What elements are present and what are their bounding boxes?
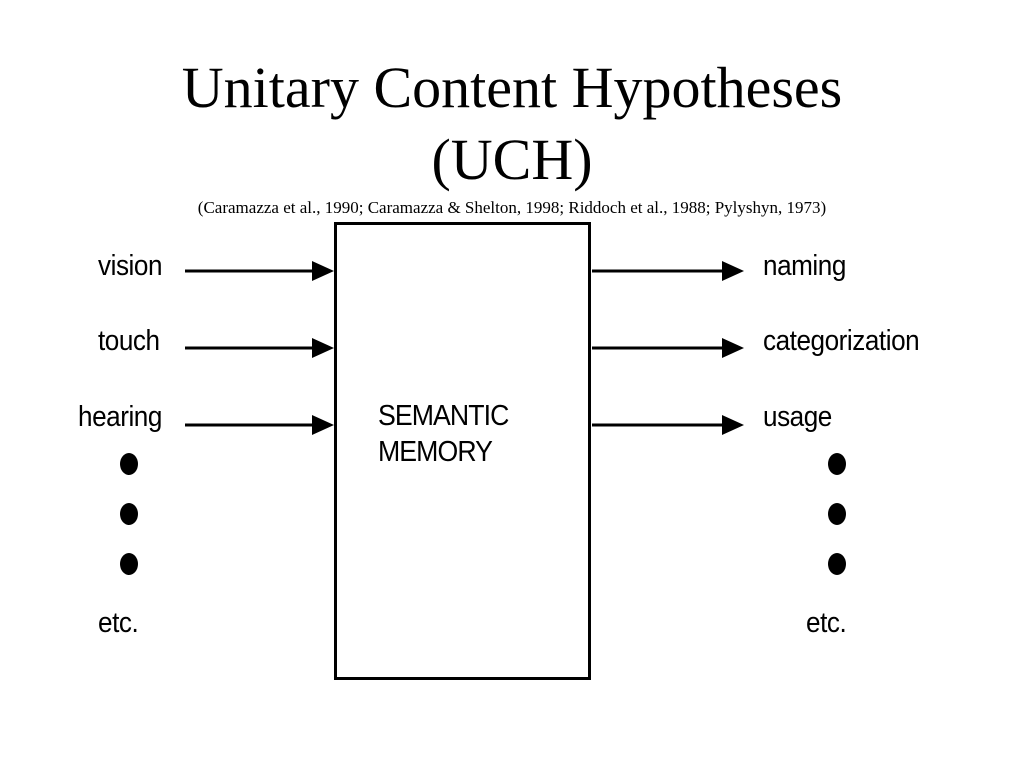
semantic-memory-box <box>334 222 591 680</box>
input-label-etc: etc. <box>98 607 139 639</box>
input-ellipsis-dot-1 <box>120 453 138 475</box>
input-ellipsis-dot-3 <box>120 553 138 575</box>
box-label-line-1: SEMANTIC <box>378 400 509 432</box>
output-label-usage: usage <box>763 401 832 433</box>
title-line-2: (UCH) <box>431 127 593 192</box>
output-arrow-naming <box>592 261 744 281</box>
output-arrow-usage <box>592 415 744 435</box>
output-label-naming: naming <box>763 250 846 282</box>
citation: (Caramazza et al., 1990; Caramazza & She… <box>197 198 827 217</box>
box-label-line-2: MEMORY <box>378 436 493 468</box>
output-label-etc: etc. <box>806 607 847 639</box>
input-arrow-vision <box>185 261 334 281</box>
semantic-memory-label: SEMANTIC MEMORY <box>378 398 509 470</box>
output-ellipsis-dot-3 <box>828 553 846 575</box>
output-label-categorization: categorization <box>763 325 920 357</box>
slide-title: Unitary Content Hypotheses (UCH) <box>0 52 1024 196</box>
output-arrow-categorization <box>592 338 744 358</box>
output-ellipsis-dot-2 <box>828 503 846 525</box>
input-arrow-touch <box>185 338 334 358</box>
title-line-1: Unitary Content Hypotheses <box>181 55 843 120</box>
output-ellipsis-dot-1 <box>828 453 846 475</box>
input-ellipsis-dot-2 <box>120 503 138 525</box>
input-arrow-hearing <box>185 415 334 435</box>
input-label-vision: vision <box>98 250 163 282</box>
input-label-touch: touch <box>98 325 160 357</box>
input-label-hearing: hearing <box>78 401 162 433</box>
